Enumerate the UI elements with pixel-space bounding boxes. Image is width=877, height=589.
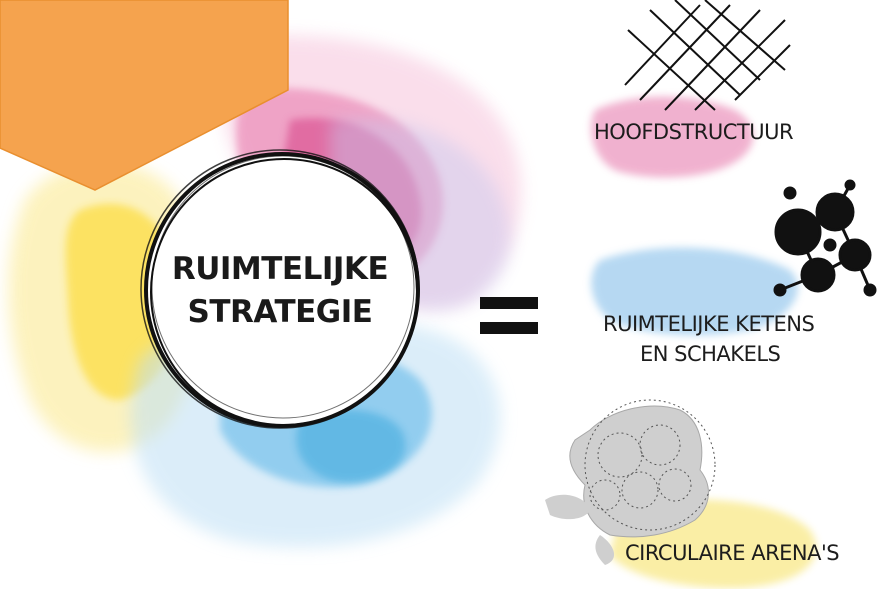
ketens-group	[591, 179, 877, 336]
center-title-line1: RUIMTELIJKE	[171, 251, 389, 287]
center-title-line2: STRATEGIE	[187, 293, 373, 330]
center-title: RUIMTELIJKE STRATEGIE	[160, 248, 400, 334]
pink-wash	[591, 96, 754, 178]
central-circle	[140, 149, 420, 429]
network-nodes-icon	[773, 179, 877, 297]
crosshatch-grid-icon	[624, 0, 791, 111]
blue-wash	[591, 247, 798, 336]
arenas-group	[545, 399, 817, 589]
label-arenas: CIRCULAIRE ARENA'S	[625, 541, 840, 565]
label-ketens-line2: EN SCHAKELS	[640, 342, 781, 366]
equals-sign	[480, 297, 538, 334]
label-hoofdstructuur: HOOFDSTRUCTUUR	[594, 120, 794, 144]
region-map-circles-icon	[545, 399, 716, 565]
orange-hexagon	[0, 0, 289, 191]
label-ketens-line1: RUIMTELIJKE KETENS	[603, 312, 815, 336]
hoofdstructuur-group	[591, 0, 791, 178]
